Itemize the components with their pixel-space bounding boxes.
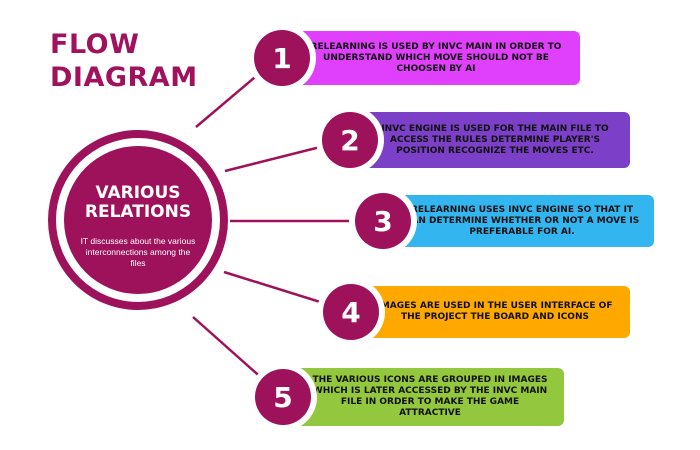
step-box-5: THE VARIOUS ICONS ARE GROUPED IN IMAGES …	[268, 368, 564, 426]
hub-circle: VARIOUS RELATIONS IT discusses about the…	[64, 146, 212, 294]
title-line-2: DIAGRAM	[50, 62, 198, 93]
step-text-2: INVC ENGINE IS USED FOR THE MAIN FILE TO…	[381, 123, 609, 156]
hub-title: VARIOUS RELATIONS	[64, 184, 212, 222]
step-box-1: RELEARNING IS USED BY INVC MAIN IN ORDER…	[268, 31, 580, 85]
step-number-3: 3	[355, 193, 411, 249]
diagram-title: FLOW DIAGRAM	[50, 28, 198, 94]
step-text-3: RELEARNING USES INVC ENGINE SO THAT IT C…	[404, 204, 640, 237]
step-text-1: RELEARNING IS USED BY INVC MAIN IN ORDER…	[310, 41, 562, 74]
hub-title-line-2: RELATIONS	[84, 202, 192, 222]
step-box-2: INVC ENGINE IS USED FOR THE MAIN FILE TO…	[336, 112, 630, 168]
step-number-4: 4	[323, 284, 379, 340]
step-text-5: THE VARIOUS ICONS ARE GROUPED IN IMAGES …	[312, 375, 548, 418]
step-number-1: 1	[254, 30, 310, 86]
hub-subtitle: IT discusses about the various interconn…	[80, 236, 196, 268]
step-number-2: 2	[322, 112, 378, 168]
step-text-4: IMAGES ARE USED IN THE USER INTERFACE OF…	[377, 301, 613, 322]
step-number-5: 5	[255, 369, 311, 425]
hub-title-line-1: VARIOUS	[95, 183, 181, 203]
title-line-1: FLOW	[50, 29, 140, 60]
